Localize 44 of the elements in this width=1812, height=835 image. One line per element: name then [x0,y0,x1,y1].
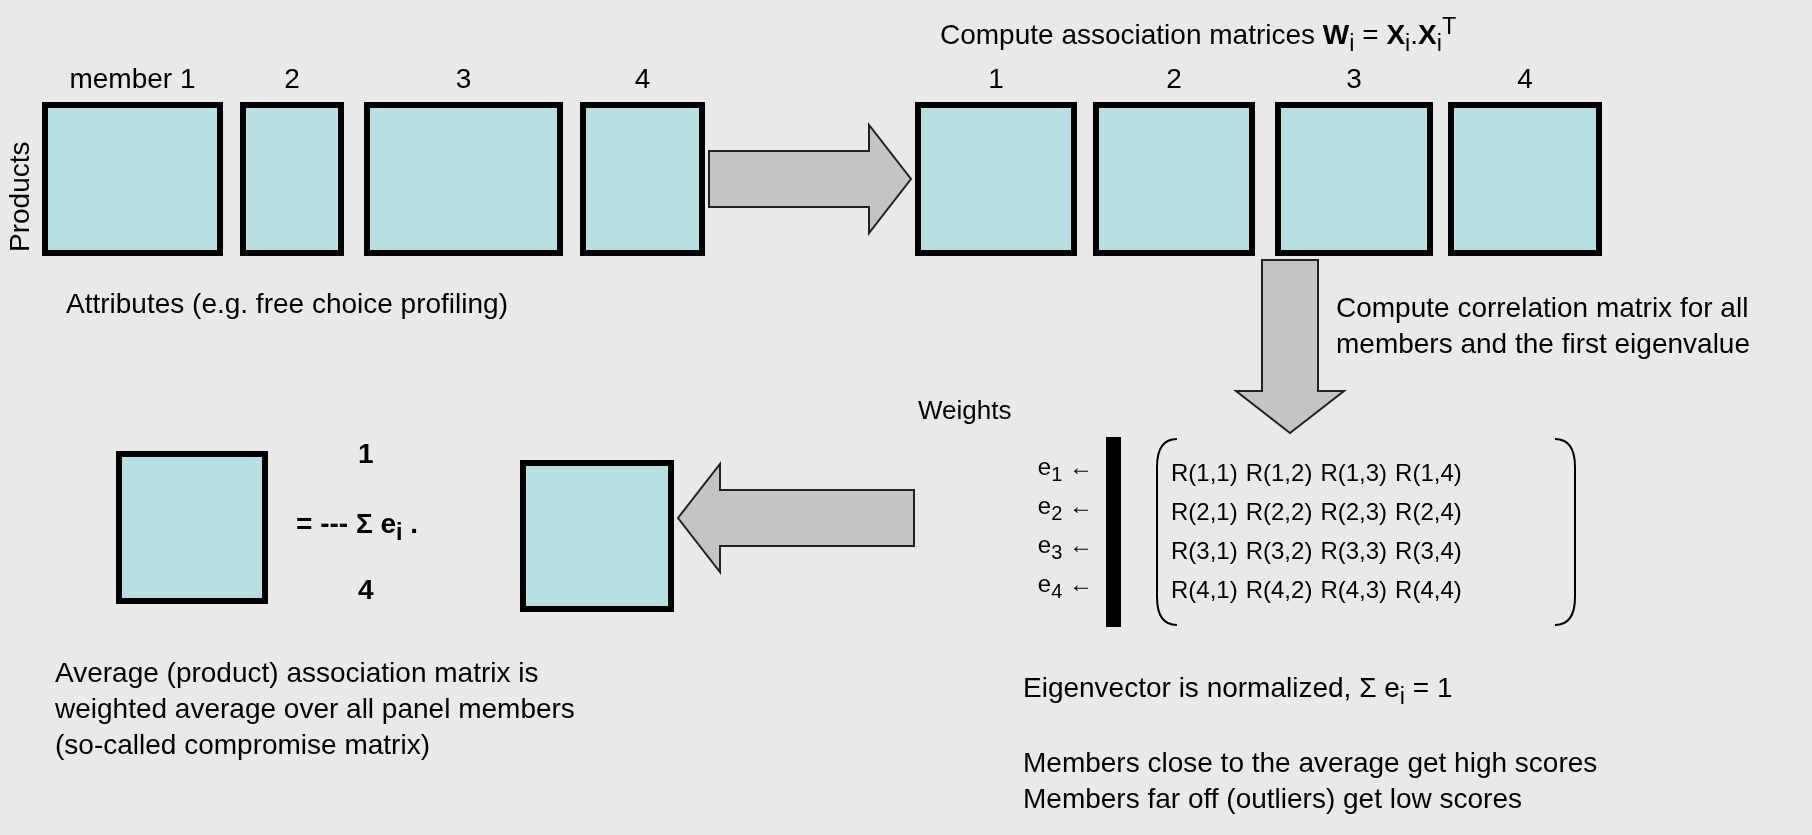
column-label: 2 [284,62,300,96]
note-text: Members close to the average get high scores [1023,746,1598,780]
matrix-cell-text: R(3,3) [1320,536,1388,566]
matrix-cell-text: R(1,3) [1320,458,1388,488]
matrix-cell-text: R(1,2) [1245,458,1313,488]
block-arrow [1233,259,1347,435]
weight-label: e$_{4}$ ← [1037,570,1093,603]
caption-text: Average (product) association matrix is weighted average over all panel members (so-called compromise matrix) [55,656,576,762]
matrix-box [520,460,674,612]
note-text: Members far off (outliers) get low scores [1023,782,1522,816]
matrix-cell-text: R(3,1) [1171,536,1238,566]
matrix-cell-text: R(2,2) [1245,497,1313,527]
formula-numerator: 1 [358,437,374,471]
matrix-cell-text: R(4,3) [1320,575,1388,605]
matrix-cell-text: R(3,2) [1245,536,1313,566]
matrix-cell-text: R(2,4) [1395,497,1462,527]
column-label: 4 [634,62,651,96]
column-label: 1 [988,62,1004,96]
column-label: 3 [1346,62,1362,96]
weight-label: e$_{3}$ ← [1037,531,1093,564]
column-label: 2 [1166,62,1182,96]
formula-denominator: 4 [358,573,374,607]
block-arrow [676,461,915,575]
matrix-cell-text: R(3,4) [1395,536,1462,566]
axis-label: Products [3,141,36,252]
weight-label: e$_{1}$ ← [1037,453,1093,486]
column-label: 4 [1517,62,1533,96]
matrix-cell-text: R(4,2) [1245,575,1313,605]
column-label: member 1 [69,62,196,96]
matrix-cell-text: R(4,1) [1171,575,1238,605]
matrix-box [116,451,268,604]
matrix-cell-text: R(4,4) [1395,575,1462,605]
matrix-cell-text: R(2,3) [1320,497,1388,527]
note-text: Eigenvector is normalized, Σ e$_{i}$ = 1 [1023,671,1453,711]
formula-text: = --- Σ e$_{i}$ . [296,507,419,547]
weight-label: e$_{2}$ ← [1037,492,1093,525]
matrix-cell-text: R(1,4) [1395,458,1462,488]
caption-text: Attributes (e.g. free choice profiling) [66,287,508,321]
weights-heading: Weights [918,395,1012,426]
edge-label: Compute correlation matrix for all members and the first eigenvalue [1336,291,1751,361]
matrix-cell-text: R(2,1) [1171,497,1238,527]
block-arrow [708,122,913,236]
matrix-cell-text: R(1,1) [1171,458,1238,488]
column-label: 3 [455,62,472,96]
